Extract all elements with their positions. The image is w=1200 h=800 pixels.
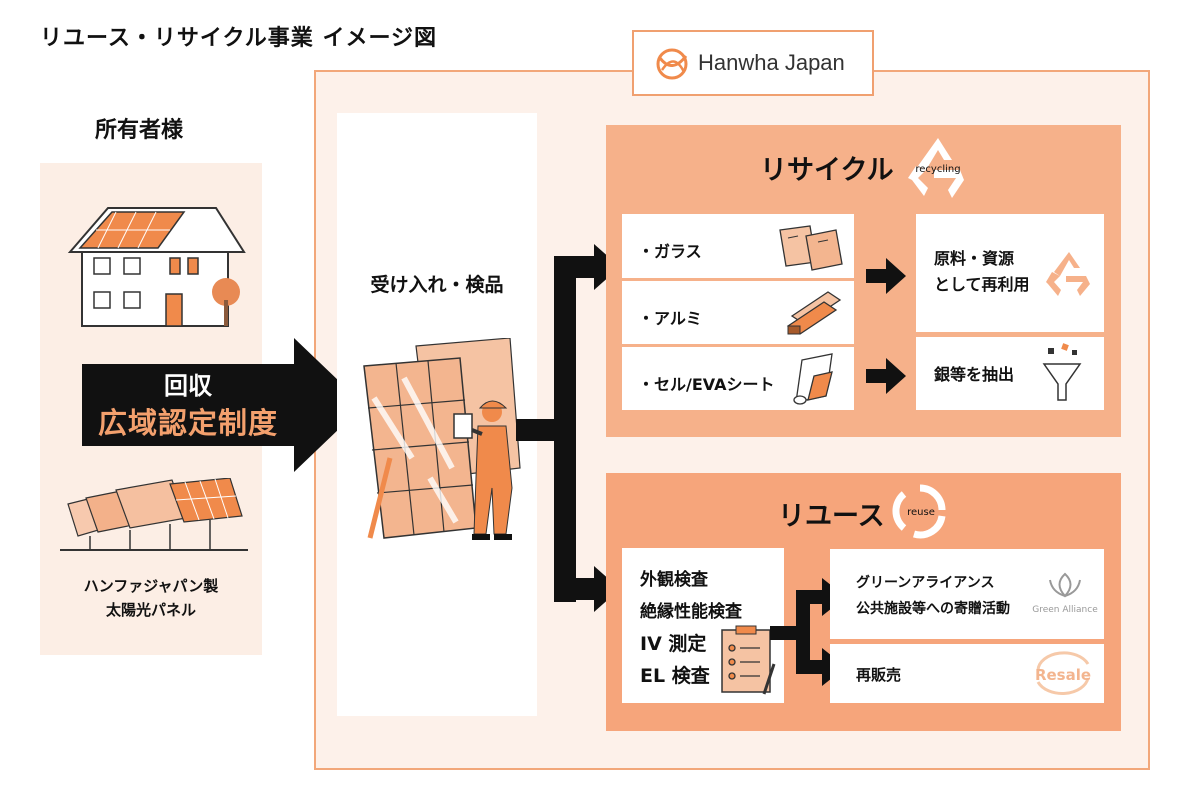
glass-icon bbox=[779, 225, 843, 271]
house-icon bbox=[67, 207, 246, 327]
split-flow-arrows bbox=[516, 244, 620, 612]
funnel-extraction-icon bbox=[1042, 343, 1082, 401]
material-aluminum-label: ・アルミ bbox=[638, 309, 702, 328]
recycling-title: リサイクル bbox=[760, 155, 894, 186]
outcome-green-alliance-label: グリーンアライアンス 公共施設等への寄贈活動 bbox=[856, 570, 1010, 622]
resale-logo-text: Resale bbox=[1035, 666, 1091, 684]
inspection-el: EL 検査 bbox=[640, 665, 710, 687]
company-logo-box bbox=[632, 30, 874, 96]
clipboard-checklist-icon bbox=[721, 625, 776, 695]
reuse-badge-text: reuse bbox=[907, 507, 935, 518]
green-alliance-logo-text: Green Alliance bbox=[1032, 605, 1098, 615]
eva-sheet-roll-icon bbox=[793, 353, 833, 405]
result-silver-label: 銀等を抽出 bbox=[934, 365, 1015, 384]
solar-array-icon bbox=[60, 478, 248, 551]
arrow-to-silver-extraction bbox=[866, 358, 906, 394]
page-title: リユース・リサイクル事業 イメージ図 bbox=[40, 26, 438, 51]
result-card-raw-material bbox=[916, 214, 1104, 332]
material-glass-label: ・ガラス bbox=[638, 242, 702, 261]
arrow-to-reuse-materials bbox=[866, 258, 906, 294]
inspection-worker-icon bbox=[363, 338, 521, 540]
accreditation-label: 広域認定制度 bbox=[97, 406, 278, 440]
panel-caption-line1: ハンファジャパン製 bbox=[83, 577, 219, 595]
inspection-insulation: 絶縁性能検査 bbox=[640, 602, 742, 622]
result-raw-material-line1: 原料・資源 bbox=[934, 249, 1015, 268]
green-alliance-logo-icon: Green Alliance bbox=[1032, 572, 1098, 615]
aluminum-frame-icon bbox=[786, 291, 842, 335]
outcome-green-alliance-line1: グリーンアライアンス bbox=[856, 575, 995, 591]
inspection-visual: 外観検査 bbox=[640, 570, 708, 590]
result-raw-material-line2: として再利用 bbox=[934, 275, 1030, 294]
panel-caption-line2: 太陽光パネル bbox=[105, 601, 196, 619]
collection-arrow bbox=[82, 338, 364, 472]
recycling-badge-icon: recycling bbox=[908, 138, 964, 198]
owner-panel-caption: ハンファジャパン製 太陽光パネル bbox=[40, 574, 262, 622]
intake-label: 受け入れ・検品 bbox=[370, 274, 504, 296]
recycling-badge-text: recycling bbox=[915, 164, 960, 175]
resale-logo-icon: Resale bbox=[1035, 651, 1091, 695]
owner-heading: 所有者様 bbox=[95, 118, 184, 143]
outcome-green-alliance-line2: 公共施設等への寄贈活動 bbox=[856, 601, 1010, 617]
collection-label: 回収 bbox=[164, 372, 212, 400]
result-raw-material-label: 原料・資源 として再利用 bbox=[934, 246, 1030, 298]
inspection-list: 外観検査 絶縁性能検査 IV 測定 EL 検査 bbox=[640, 564, 742, 692]
recycle-arrows-icon bbox=[1046, 252, 1090, 296]
company-logo-text: Hanwha Japan bbox=[698, 50, 845, 75]
reuse-title: リユース bbox=[778, 501, 885, 532]
hanwha-logo-icon bbox=[656, 48, 688, 80]
outcome-resale-label: 再販売 bbox=[856, 666, 902, 684]
reuse-badge-icon: reuse bbox=[892, 484, 946, 539]
inspection-iv: IV 測定 bbox=[640, 633, 707, 655]
material-cell-eva-label: ・セル/EVAシート bbox=[638, 375, 775, 394]
